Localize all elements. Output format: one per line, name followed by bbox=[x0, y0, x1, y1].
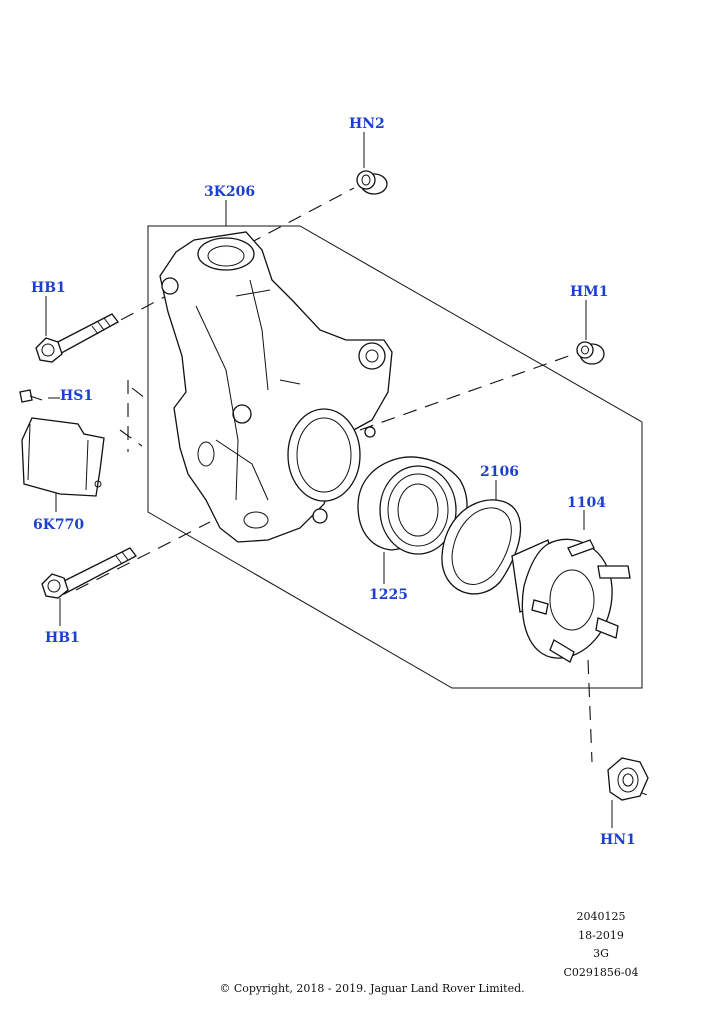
callout-hs1: HS1 bbox=[60, 388, 93, 404]
reference-line-2: 18-2019 bbox=[578, 928, 624, 942]
1104-wheel-hub bbox=[511, 538, 631, 663]
callout-hb1-top: HB1 bbox=[31, 280, 66, 296]
diagram-reference-block: 2040125 18-2019 3G C0291856-04 bbox=[556, 908, 646, 982]
callout-2106: 2106 bbox=[480, 464, 519, 480]
reference-line-3: 3G bbox=[593, 947, 609, 960]
callout-6k770: 6K770 bbox=[33, 517, 84, 533]
hs1-screw bbox=[19, 389, 43, 403]
callout-hn1: HN1 bbox=[600, 832, 636, 848]
callout-hm1: HM1 bbox=[570, 284, 608, 300]
reference-line-1: 2040125 bbox=[576, 910, 626, 923]
callout-1225: 1225 bbox=[369, 587, 408, 603]
1225-wheel-bearing bbox=[357, 456, 468, 555]
hn2-flange-nut bbox=[356, 170, 388, 195]
wheel-studs bbox=[531, 539, 631, 663]
hn1-hub-nut bbox=[607, 757, 649, 801]
leader-lines bbox=[45, 132, 613, 828]
reference-line-4: C0291856-04 bbox=[563, 965, 639, 979]
hb1-bottom-bolt bbox=[41, 547, 137, 599]
hb1-top-bolt bbox=[35, 313, 119, 363]
hm1-flange-nut bbox=[576, 341, 605, 365]
2106-circlip bbox=[441, 499, 522, 595]
6k770-shield bbox=[21, 417, 105, 497]
callout-1104: 1104 bbox=[567, 495, 606, 511]
callout-hb1-bottom: HB1 bbox=[45, 630, 80, 646]
3k206-steering-knuckle bbox=[159, 231, 393, 543]
callout-hn2: HN2 bbox=[349, 116, 385, 132]
alignment-lines bbox=[59, 187, 651, 797]
callout-3k206: 3K206 bbox=[204, 184, 255, 200]
copyright-notice: © Copyright, 2018 - 2019. Jaguar Land Ro… bbox=[219, 982, 525, 995]
assembly-outline bbox=[147, 225, 643, 689]
